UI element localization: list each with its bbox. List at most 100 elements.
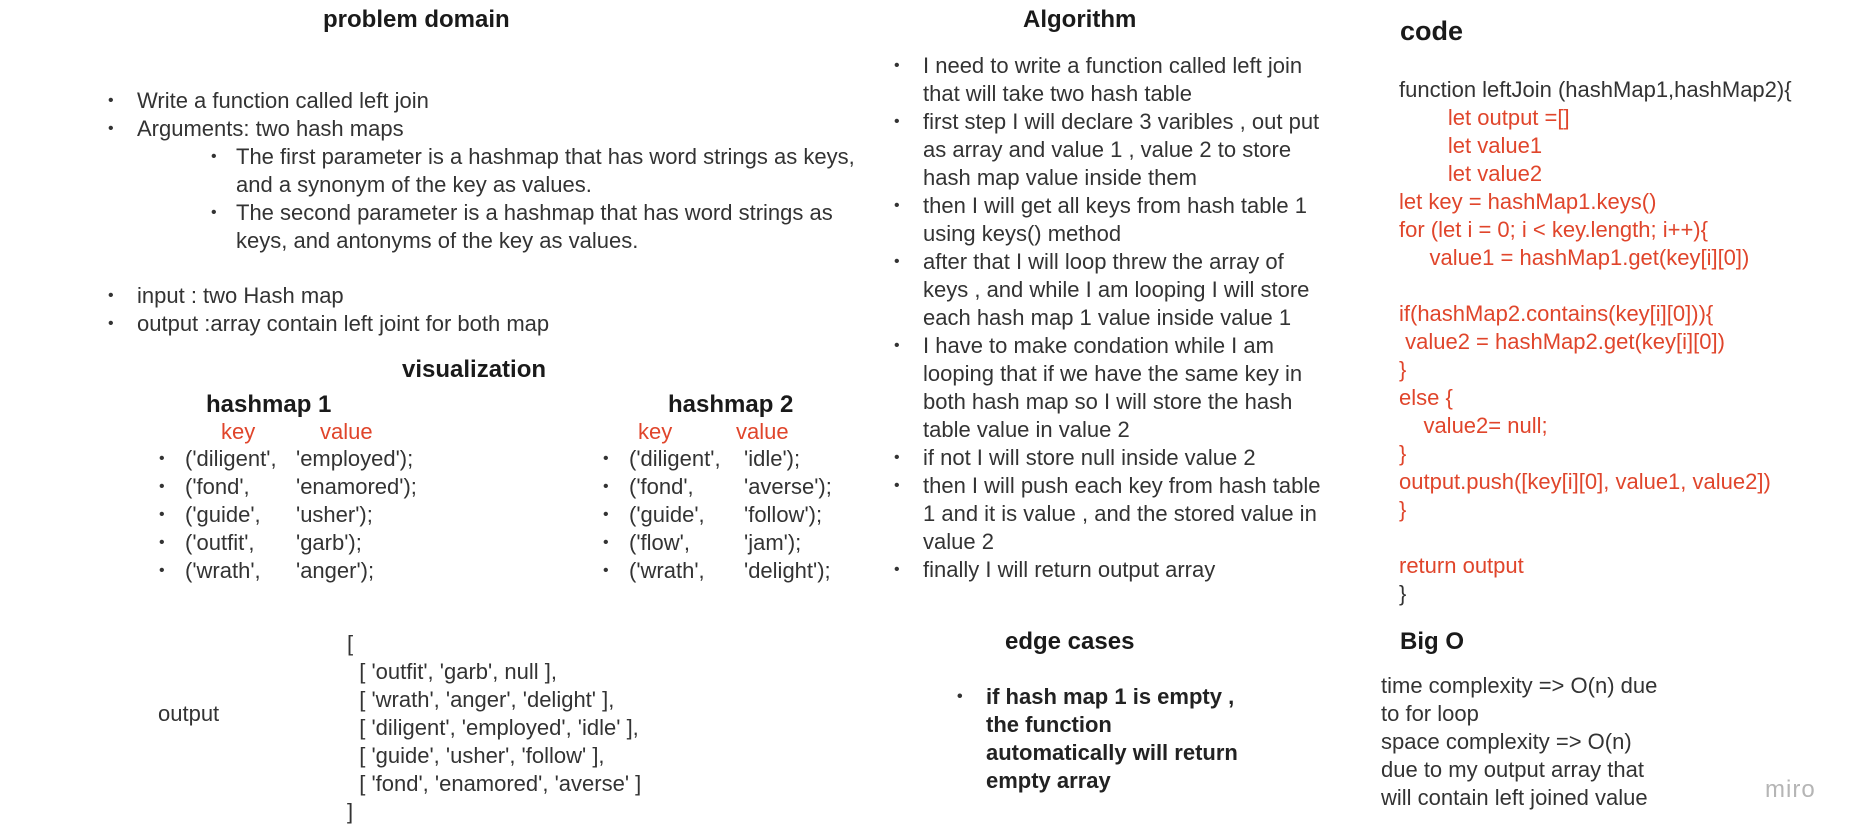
code-line xyxy=(1399,272,1792,300)
hashmap2-entry: ('guide','follow'); xyxy=(603,501,903,529)
entry-value: 'delight'); xyxy=(744,558,831,583)
problem-bullet: Arguments: two hash maps The first param… xyxy=(108,115,855,255)
algorithm-step-line: first step I will declare 3 varibles , o… xyxy=(923,109,1320,134)
algorithm-step-line: as array and value 1 , value 2 to store xyxy=(923,137,1292,162)
output-line: [ 'fond', 'enamored', 'averse' ] xyxy=(347,771,642,796)
miro-logo: miro xyxy=(1765,776,1816,803)
algorithm-step-line: table value in value 2 xyxy=(923,417,1130,442)
big-o-line: to for loop xyxy=(1381,701,1479,726)
algorithm-step: finally I will return output array xyxy=(894,556,1320,584)
big-o-line: space complexity => O(n) xyxy=(1381,729,1632,754)
code-line: else { xyxy=(1399,385,1453,410)
algorithm-step-line: I need to write a function called left j… xyxy=(923,53,1303,78)
edge-case-line: empty array xyxy=(986,768,1111,793)
edge-cases-list: if hash map 1 is empty , the function au… xyxy=(957,683,1238,795)
code-line: value2 = hashMap2.get(key[i][0]) xyxy=(1399,329,1725,354)
hashmap2-entry: ('wrath', 'delight'); xyxy=(603,557,903,585)
io-list: input : two Hash map output :array conta… xyxy=(108,282,549,338)
algorithm-step-line: hash map value inside them xyxy=(923,165,1197,190)
algorithm-step-line: if not I will store null inside value 2 xyxy=(923,445,1256,470)
code-block: function leftJoin (hashMap1,hashMap2){ l… xyxy=(1399,76,1792,608)
entry-value: 'averse'); xyxy=(744,474,832,499)
entry-value: 'anger'); xyxy=(296,558,375,583)
code-line: output.push([key[i][0], value1, value2]) xyxy=(1399,469,1771,494)
hashmap2-title: hashmap 2 xyxy=(668,391,794,418)
algorithm-step-line: value 2 xyxy=(923,529,994,554)
edge-cases-title: edge cases xyxy=(1005,628,1135,655)
big-o-line: due to my output array that xyxy=(1381,757,1644,782)
output-line: [ 'outfit', 'garb', null ], xyxy=(347,659,558,684)
output-line: [ 'diligent', 'employed', 'idle' ], xyxy=(347,715,639,740)
output-line: ] xyxy=(347,799,354,824)
entry-value: 'enamored'); xyxy=(296,474,417,499)
hashmap2-key-label: key xyxy=(638,419,673,444)
hashmap2-list: ('diligent','idle'); ('fond','averse'); … xyxy=(603,445,903,585)
algorithm-step: then I will get all keys from hash table… xyxy=(894,192,1320,248)
entry-value: 'garb'); xyxy=(296,530,362,555)
algorithm-step-line: looping that if we have the same key in xyxy=(923,361,1303,386)
hashmap1-value-label: value xyxy=(320,419,373,444)
entry-value: 'follow'); xyxy=(744,502,823,527)
code-title: code xyxy=(1400,16,1464,46)
edge-case-line: if hash map 1 is empty , xyxy=(986,684,1235,709)
big-o-title: Big O xyxy=(1400,628,1464,655)
output-array: [ [ 'outfit', 'garb', null ], [ 'wrath',… xyxy=(347,630,641,826)
hashmap2-entry: ('fond', 'averse'); xyxy=(603,473,903,501)
hashmap1-key-label: key xyxy=(221,419,256,444)
algorithm-step-line: after that I will loop threw the array o… xyxy=(923,249,1284,274)
problem-domain-title: problem domain xyxy=(323,6,510,33)
algorithm-title: Algorithm xyxy=(1023,6,1137,33)
entry-key: ('fond', xyxy=(629,474,694,499)
visualization-title: visualization xyxy=(402,356,547,383)
algorithm-step-line: keys , and while I am looping I will sto… xyxy=(923,277,1310,302)
code-line: let value1 xyxy=(1399,133,1543,158)
hashmap2-entry: ('diligent','idle'); xyxy=(603,445,903,473)
algorithm-step-line: both hash map so I will store the hash xyxy=(923,389,1293,414)
parameter-bullet: The second parameter is a hashmap that h… xyxy=(211,199,855,255)
code-line: value2= null; xyxy=(1399,413,1548,438)
hashmap1-entry: ('guide', 'usher'); xyxy=(159,501,459,529)
problem-domain-list: Write a function called left join Argume… xyxy=(108,87,855,255)
entry-value: 'usher'); xyxy=(296,502,373,527)
edge-case-line: automatically will return xyxy=(986,740,1238,765)
hashmap1-entry: ('diligent','employed'); xyxy=(159,445,459,473)
parameter-line: The first parameter is a hashmap that ha… xyxy=(236,144,855,169)
entry-key: ('guide', xyxy=(185,502,261,527)
hashmap1-title: hashmap 1 xyxy=(206,391,332,418)
algorithm-step-line: then I will push each key from hash tabl… xyxy=(923,473,1321,498)
algorithm-step-line: using keys() method xyxy=(923,221,1122,246)
code-line: if(hashMap2.contains(key[i][0])){ xyxy=(1399,301,1714,326)
code-line: } xyxy=(1399,441,1407,466)
code-line: } xyxy=(1399,497,1407,522)
hashmap1-entry: ('fond', 'enamored'); xyxy=(159,473,459,501)
code-line: let key = hashMap1.keys() xyxy=(1399,189,1657,214)
entry-key: ('fond', xyxy=(185,474,250,499)
output-label: output xyxy=(158,701,220,726)
entry-key: ('diligent', xyxy=(629,446,721,471)
hashmap1-entry: ('wrath','anger'); xyxy=(159,557,459,585)
entry-key: ('outfit', xyxy=(185,530,255,555)
algorithm-step-line: I have to make condation while I am xyxy=(923,333,1274,358)
code-line: return output xyxy=(1399,553,1524,578)
code-line: for (let i = 0; i < key.length; i++){ xyxy=(1399,217,1708,242)
entry-key: ('wrath', xyxy=(629,558,705,583)
entry-key: ('flow', xyxy=(629,530,690,555)
algorithm-step: after that I will loop threw the array o… xyxy=(894,248,1320,332)
algorithm-step: I have to make condation while I am loopi… xyxy=(894,332,1320,444)
output-line: [ 'wrath', 'anger', 'delight' ], xyxy=(347,687,615,712)
code-line: } xyxy=(1399,581,1407,606)
algorithm-list: I need to write a function called left j… xyxy=(894,52,1320,584)
code-line: let value2 xyxy=(1399,161,1543,186)
code-line: let output =[] xyxy=(1399,105,1570,130)
algorithm-step-line: 1 and it is value , and the stored value… xyxy=(923,501,1317,526)
code-line: value1 = hashMap1.get(key[i][0]) xyxy=(1399,245,1750,270)
algorithm-step: first step I will declare 3 varibles , o… xyxy=(894,108,1320,192)
problem-bullet: Write a function called left join xyxy=(108,87,855,115)
hashmap1-entry: ('outfit', 'garb'); xyxy=(159,529,459,557)
hashmap1-list: ('diligent','employed'); ('fond', 'enamor… xyxy=(159,445,459,585)
algorithm-step: then I will push each key from hash tabl… xyxy=(894,472,1320,556)
algorithm-step-line: finally I will return output array xyxy=(923,557,1216,582)
code-line: } xyxy=(1399,357,1407,382)
edge-case-line: the function xyxy=(986,712,1112,737)
output-line: [ 'guide', 'usher', 'follow' ], xyxy=(347,743,605,768)
